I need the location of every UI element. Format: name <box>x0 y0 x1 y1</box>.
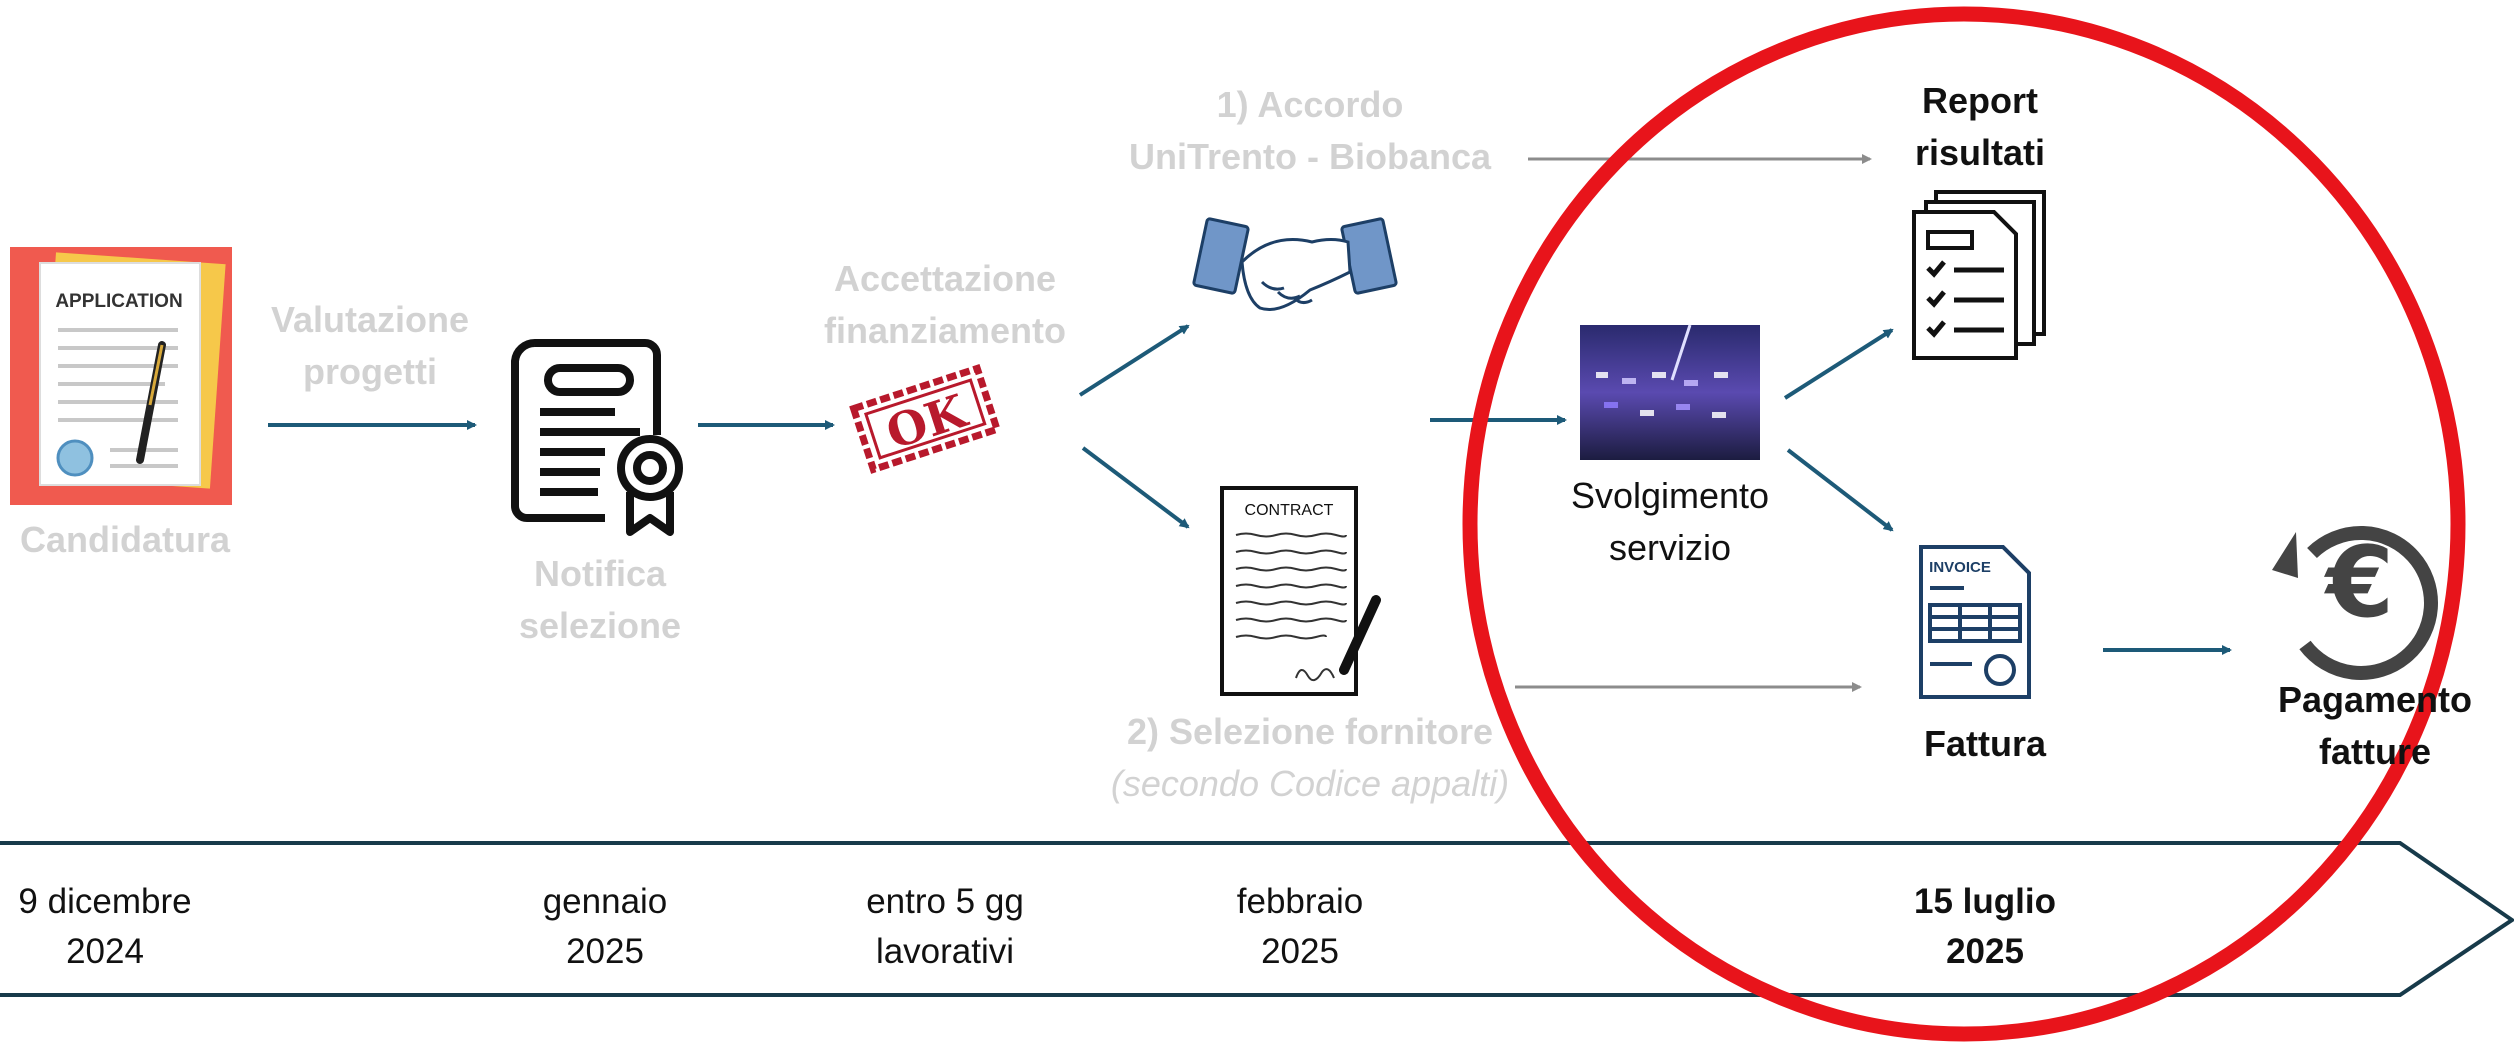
ok-stamp-icon: OK <box>849 364 1002 474</box>
timeline-date-1-line2: 2025 <box>566 932 644 971</box>
contract-label: CONTRACT <box>1245 502 1334 519</box>
report-checklist-icon <box>1912 190 2046 360</box>
timeline-band <box>0 841 2514 997</box>
timeline-date-3: febbraio 2025 <box>1195 877 1405 977</box>
timeline-date-0: 9 dicembre 2024 <box>0 877 210 977</box>
label-accettazione-line1: Accettazione <box>833 258 1057 299</box>
label-notifica: Notifica selezione <box>450 548 750 652</box>
arrow-svolgimento-to-report <box>1783 328 1894 400</box>
label-selezione-line1: 2) Selezione fornitore <box>1126 711 1494 752</box>
timeline-date-0-line2: 2024 <box>66 932 144 971</box>
certificate-icon <box>511 338 683 536</box>
highlight-circle <box>1462 6 2466 1042</box>
label-accordo-line2: UniTrento - Biobanca <box>1128 136 1492 177</box>
label-selezione-line2: (secondo Codice appalti) <box>1110 763 1510 804</box>
label-accettazione: Accettazione finanziamento <box>780 253 1110 357</box>
label-report: Report risultati <box>1830 75 2130 179</box>
euro-refund-icon: € <box>2272 526 2438 680</box>
label-svolgimento-line1: Svolgimento <box>1570 475 1770 516</box>
label-pagamento-line2: fatture <box>2318 731 2431 772</box>
timeline-date-0-line1: 9 dicembre <box>18 882 192 921</box>
timeline-date-4: 15 luglio 2025 <box>1880 877 2090 977</box>
timeline-date-2-line1: entro 5 gg <box>866 882 1024 921</box>
label-svolgimento-line2: servizio <box>1608 527 1732 568</box>
timeline-date-1-line1: gennaio <box>542 882 668 921</box>
label-accordo: 1) Accordo UniTrento - Biobanca <box>1070 79 1550 183</box>
application-label: APPLICATION <box>55 291 182 312</box>
timeline-date-1: gennaio 2025 <box>500 877 710 977</box>
timeline-date-2: entro 5 gg lavorativi <box>840 877 1050 977</box>
invoice-label: INVOICE <box>1929 559 1991 576</box>
label-notifica-line2: selezione <box>518 605 682 646</box>
label-notifica-line1: Notifica <box>533 553 666 594</box>
arrow-svolgimento-to-fattura <box>1786 448 1894 532</box>
timeline-date-2-line2: lavorativi <box>875 932 1015 971</box>
label-svolgimento: Svolgimento servizio <box>1520 470 1820 574</box>
label-selezione: 2) Selezione fornitore (secondo Codice a… <box>1070 706 1550 810</box>
label-report-line1: Report <box>1922 80 2038 121</box>
timeline-date-4-line2: 2025 <box>1946 932 2024 971</box>
label-pagamento-line1: Pagamento <box>2277 679 2473 720</box>
handshake-icon <box>1192 217 1398 311</box>
application-form-icon: APPLICATION <box>10 247 232 505</box>
label-report-line2: risultati <box>1914 132 2046 173</box>
label-candidatura: Candidatura <box>19 519 231 560</box>
label-valutazione-line2: progetti <box>303 351 437 392</box>
invoice-icon: INVOICE <box>1919 545 2031 699</box>
lab-photo <box>1580 324 1760 460</box>
timeline-date-3-line1: febbraio <box>1236 882 1364 921</box>
arrow-accettazione-to-selezione <box>1081 446 1190 529</box>
label-valutazione: Valutazione progetti <box>220 294 520 398</box>
label-fattura: Fattura <box>1923 723 2046 764</box>
label-accettazione-line2: finanziamento <box>823 310 1066 351</box>
arrow-accettazione-to-accordo <box>1078 324 1190 397</box>
label-accordo-line1: 1) Accordo <box>1216 84 1404 125</box>
contract-icon: CONTRACT <box>1220 486 1381 696</box>
timeline-date-3-line2: 2025 <box>1261 932 1339 971</box>
euro-symbol: € <box>2324 526 2394 640</box>
timeline-date-4-line1: 15 luglio <box>1914 882 2056 921</box>
label-valutazione-line1: Valutazione <box>270 299 470 340</box>
label-pagamento: Pagamento fatture <box>2250 674 2500 778</box>
